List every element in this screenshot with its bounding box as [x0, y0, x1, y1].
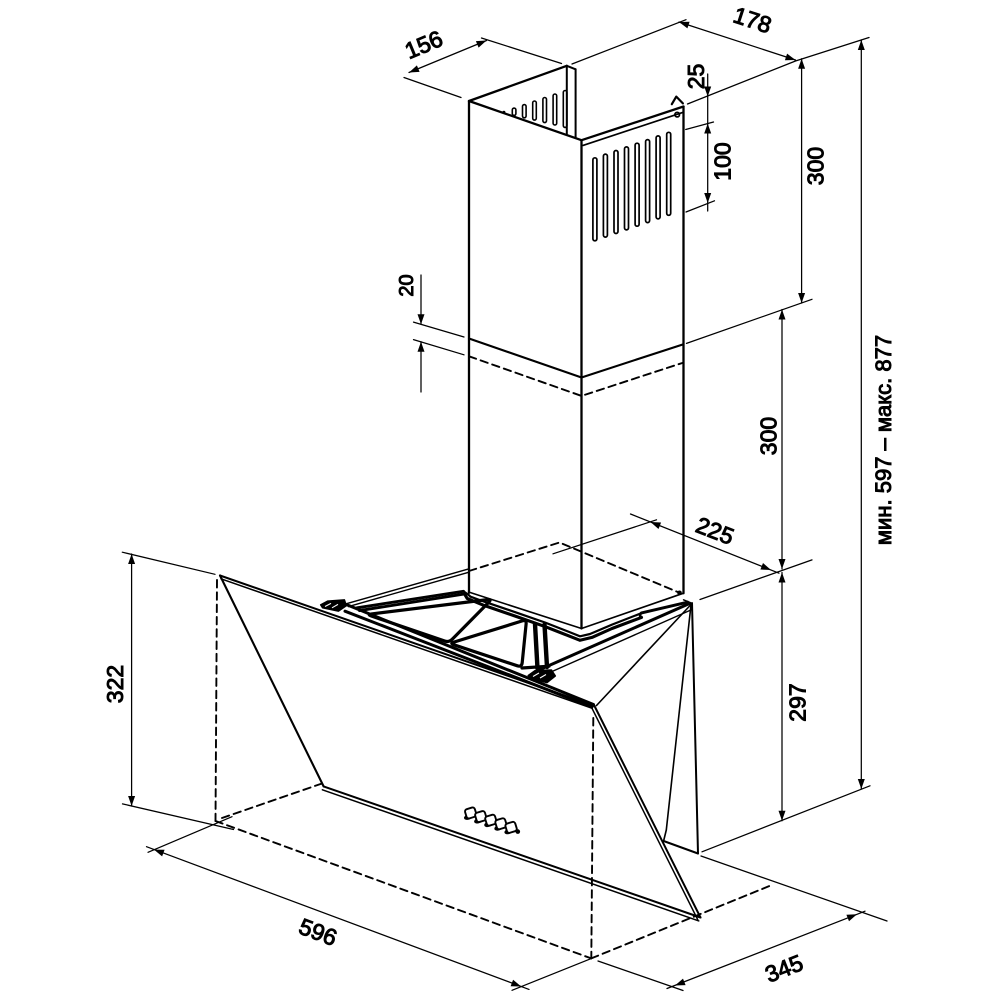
svg-text:300: 300 [756, 417, 782, 455]
svg-text:322: 322 [102, 665, 128, 703]
svg-text:20: 20 [396, 274, 418, 296]
svg-text:100: 100 [710, 142, 736, 180]
svg-text:297: 297 [785, 683, 811, 721]
svg-text:300: 300 [802, 147, 828, 185]
svg-text:25: 25 [683, 64, 709, 90]
svg-text:мин. 597 – макс. 877: мин. 597 – макс. 877 [871, 335, 896, 545]
